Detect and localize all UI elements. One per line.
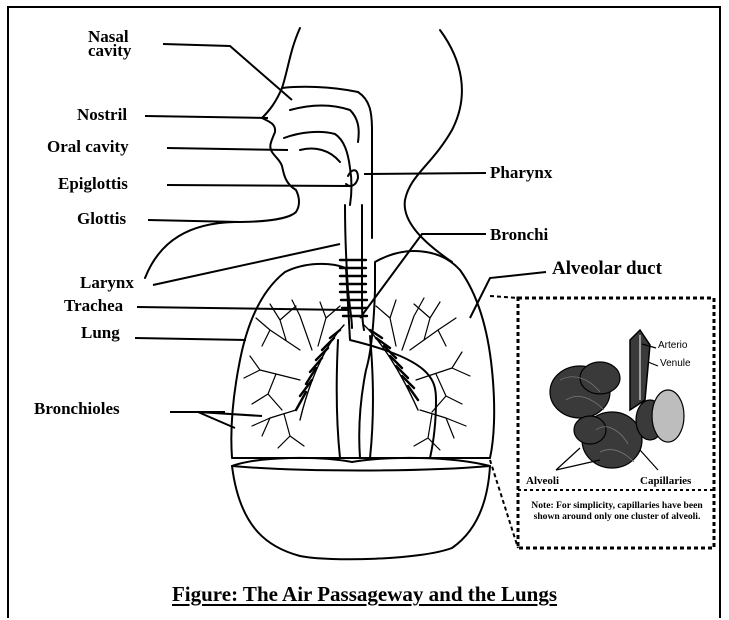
leader-nasal-cavity xyxy=(163,44,292,100)
bronchi-rings xyxy=(296,260,418,410)
bronchioles-branches xyxy=(244,298,470,450)
label-nostril: Nostril xyxy=(77,106,127,123)
label-oral-cavity: Oral cavity xyxy=(47,138,129,155)
label-larynx: Larynx xyxy=(80,274,134,291)
label-pharynx: Pharynx xyxy=(490,164,552,181)
label-glottis: Glottis xyxy=(77,210,126,227)
inset-label-venule: Venule xyxy=(660,358,691,369)
leader-epiglottis xyxy=(167,185,350,186)
oral-cavity-outline xyxy=(284,132,352,205)
inset-label-capillaries: Capillaries xyxy=(640,475,691,487)
diaphragm-outline xyxy=(232,458,490,559)
inset-label-arterio: Arterio xyxy=(658,340,687,351)
leader-capillaries xyxy=(640,450,658,470)
label-bronchi: Bronchi xyxy=(490,226,548,243)
leader-alveolar-duct xyxy=(470,272,546,318)
inset-label-alveoli: Alveoli xyxy=(526,475,559,487)
leader-bronchi xyxy=(360,234,486,318)
leader-venule xyxy=(648,362,658,366)
head-back-outline xyxy=(405,30,462,262)
leader-glottis xyxy=(148,220,240,222)
face-outline xyxy=(145,28,300,278)
label-lung: Lung xyxy=(81,324,120,341)
inset-note: Note: For simplicity, capillaries have b… xyxy=(524,500,710,522)
leader-trachea xyxy=(137,307,348,310)
leader-nostril xyxy=(145,116,268,118)
label-bronchioles: Bronchioles xyxy=(34,400,120,417)
leader-pharynx xyxy=(364,173,486,174)
alveoli-cluster-light xyxy=(652,390,684,442)
right-lung-outline xyxy=(359,251,494,458)
leader-lung xyxy=(135,338,246,340)
label-nasal-cavity: Nasal cavity xyxy=(88,30,131,58)
figure-caption: Figure: The Air Passageway and the Lungs xyxy=(0,582,729,607)
label-alveolar-duct: Alveolar duct xyxy=(552,260,662,277)
leader-bronchioles xyxy=(170,412,262,428)
label-nasal-cavity-line2: cavity xyxy=(88,44,131,58)
left-lung-outline xyxy=(231,264,436,458)
label-trachea: Trachea xyxy=(64,297,123,314)
label-epiglottis: Epiglottis xyxy=(58,175,128,192)
